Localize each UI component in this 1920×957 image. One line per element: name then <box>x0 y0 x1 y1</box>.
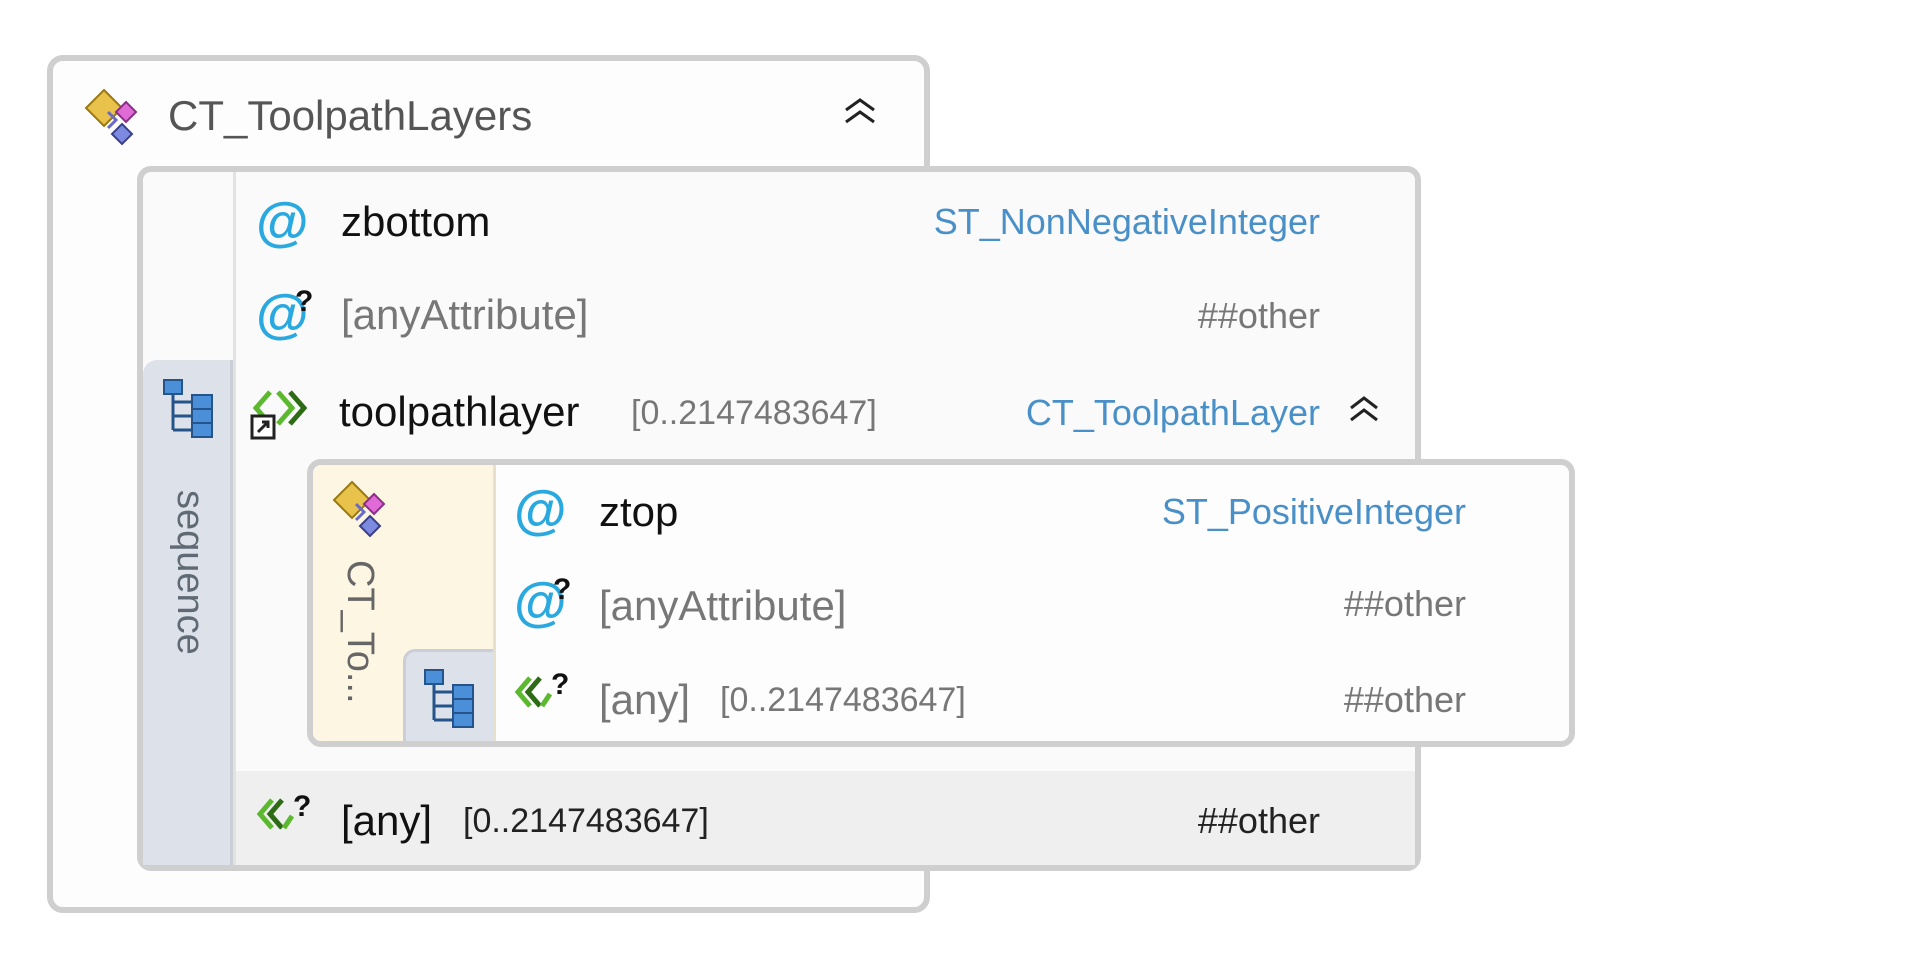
nested-divider <box>493 465 496 741</box>
any-attribute-icon: @ <box>514 572 567 632</box>
sequence-tree-icon <box>163 379 213 438</box>
any-element-question-icon: ? <box>293 790 312 823</box>
any-element-label[interactable]: [any] <box>341 797 433 844</box>
any-row-highlight <box>236 771 1415 865</box>
complex-type-icon <box>84 88 138 146</box>
any-element-occurrence: [0..2147483647] <box>463 802 709 840</box>
sequence-tree-icon <box>424 669 474 728</box>
any-attribute-namespace: ##other <box>1197 295 1320 336</box>
any-element-icon <box>514 676 553 708</box>
any-attribute-question-icon: ? <box>553 573 572 606</box>
any-attribute-question-icon: ? <box>295 285 314 318</box>
sequence-label: sequence <box>169 490 211 655</box>
nested-any-element-occurrence: [0..2147483647] <box>720 681 966 719</box>
complex-type-icon <box>332 480 386 538</box>
nested-complex-type-label: CT_To... <box>339 560 381 704</box>
nested-complex-type-box <box>307 459 1575 747</box>
double-chevron-up-icon[interactable] <box>842 96 878 126</box>
sequence-tab[interactable] <box>143 360 233 865</box>
nested-any-attribute-namespace: ##other <box>1343 583 1466 624</box>
attribute-type-ztop[interactable]: ST_PositiveInteger <box>1161 491 1466 532</box>
nested-any-attribute-label[interactable]: [anyAttribute] <box>599 582 847 629</box>
nested-sequence-tab[interactable] <box>403 649 493 741</box>
double-chevron-up-icon[interactable] <box>1347 394 1381 424</box>
attribute-name-ztop[interactable]: ztop <box>599 488 679 535</box>
element-name-toolpathlayer[interactable]: toolpathlayer <box>339 388 580 435</box>
element-reference-icon <box>250 390 308 440</box>
any-element-question-icon: ? <box>551 668 570 701</box>
element-occurrence-toolpathlayer: [0..2147483647] <box>631 394 877 432</box>
any-attribute-label[interactable]: [anyAttribute] <box>341 291 589 338</box>
attribute-icon: @ <box>256 192 309 252</box>
attribute-icon: @ <box>514 480 567 540</box>
attribute-name-zbottom[interactable]: zbottom <box>341 198 491 245</box>
complex-type-title: CT_ToolpathLayers <box>168 92 533 139</box>
any-attribute-icon: @ <box>256 284 309 344</box>
nested-any-element-label[interactable]: [any] <box>599 676 691 723</box>
content-divider <box>233 172 236 865</box>
nested-any-element-namespace: ##other <box>1343 679 1466 720</box>
any-element-icon <box>256 798 295 830</box>
attribute-type-zbottom[interactable]: ST_NonNegativeInteger <box>933 201 1320 242</box>
element-type-toolpathlayer[interactable]: CT_ToolpathLayer <box>1025 392 1320 433</box>
any-element-namespace: ##other <box>1197 800 1320 841</box>
